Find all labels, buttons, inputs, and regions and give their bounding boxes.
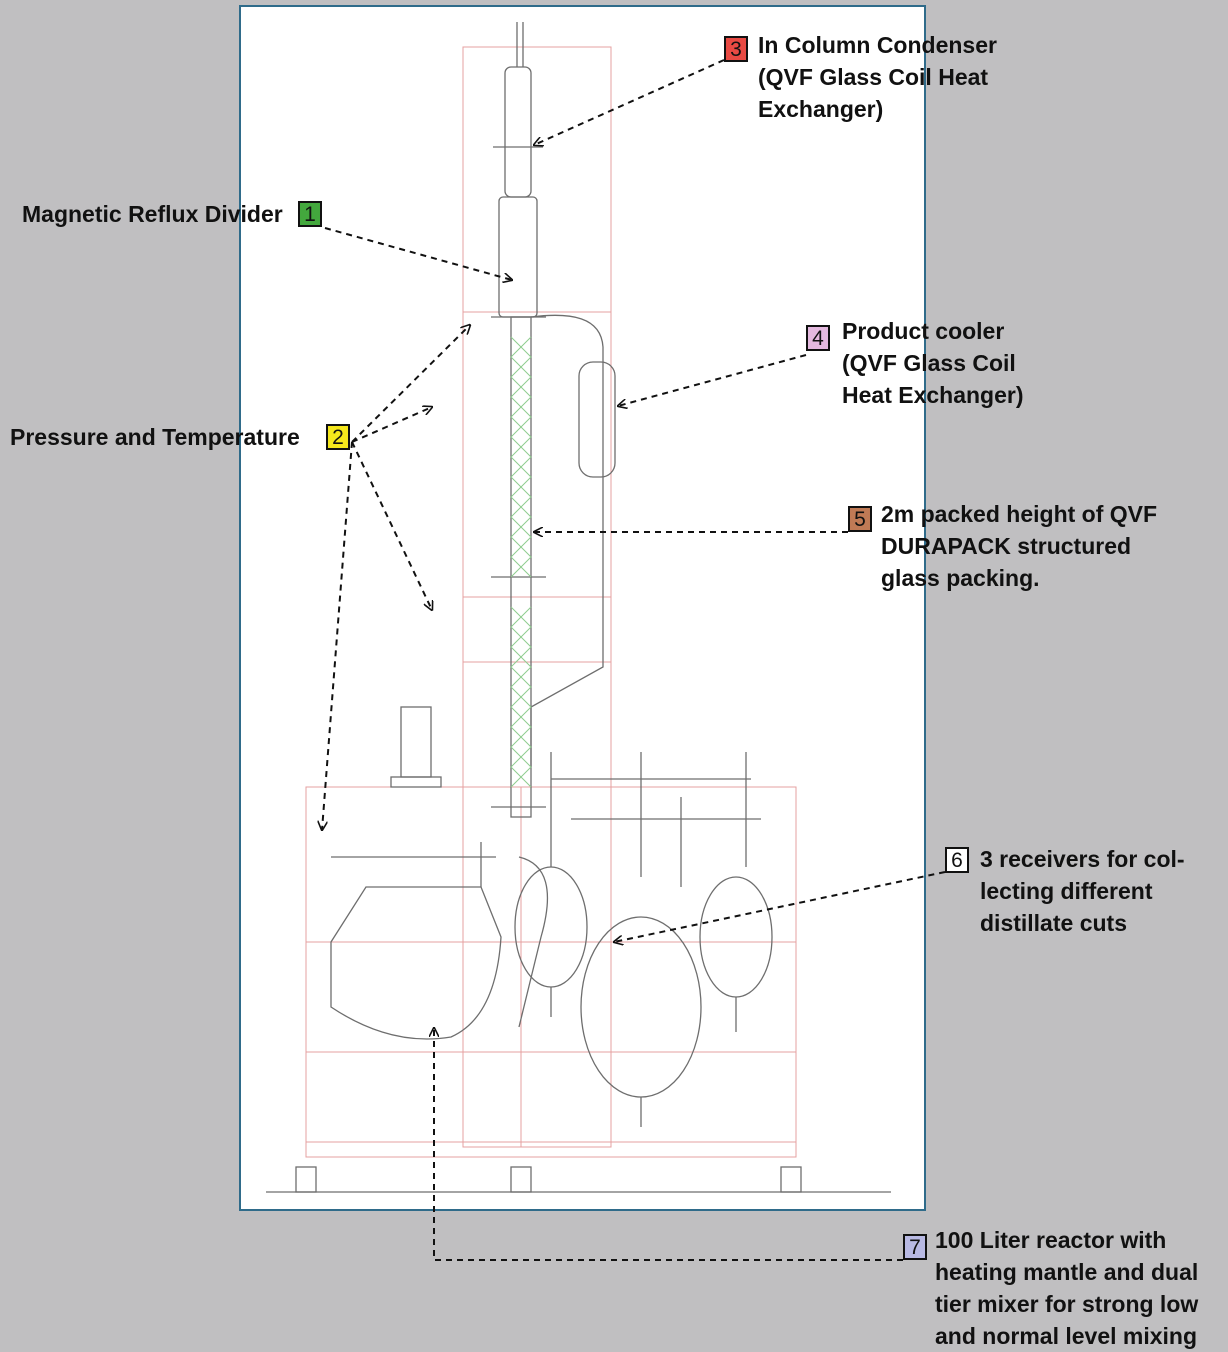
- arrow-2d: [322, 441, 353, 830]
- arrow-3: [534, 59, 725, 145]
- callout-6-label: 3 receivers for col- lecting different d…: [980, 846, 1185, 936]
- distillation-plant-drawing: [266, 22, 891, 1193]
- arrow-4: [618, 354, 807, 406]
- callout-6-badge: 6: [945, 847, 969, 873]
- arrow-7: [434, 1028, 903, 1261]
- callout-2-badge: 2: [326, 424, 350, 450]
- callout-4-label: Product cooler (QVF Glass Coil Heat Exch…: [842, 318, 1024, 408]
- arrow-2a: [351, 325, 470, 443]
- callout-3-label: In Column Condenser (QVF Glass Coil Heat…: [758, 32, 997, 122]
- callout-1-label: Magnetic Reflux Divider: [22, 201, 283, 227]
- arrow-2c: [351, 441, 432, 610]
- arrow-6: [614, 871, 946, 942]
- drawing-frame: [239, 5, 926, 1211]
- callout-7-label: 100 Liter reactor with heating mantle an…: [935, 1227, 1199, 1349]
- callout-1-badge: 1: [298, 201, 322, 227]
- callout-7-badge: 7: [903, 1234, 927, 1260]
- callout-5-label: 2m packed height of QVF DURAPACK structu…: [881, 501, 1158, 591]
- arrow-2b: [351, 407, 432, 443]
- callout-5-badge: 5: [848, 506, 872, 532]
- callout-4-badge: 4: [806, 325, 830, 351]
- callout-3-badge: 3: [724, 36, 748, 62]
- callout-2-label: Pressure and Temperature: [10, 424, 300, 450]
- arrow-1: [324, 227, 512, 280]
